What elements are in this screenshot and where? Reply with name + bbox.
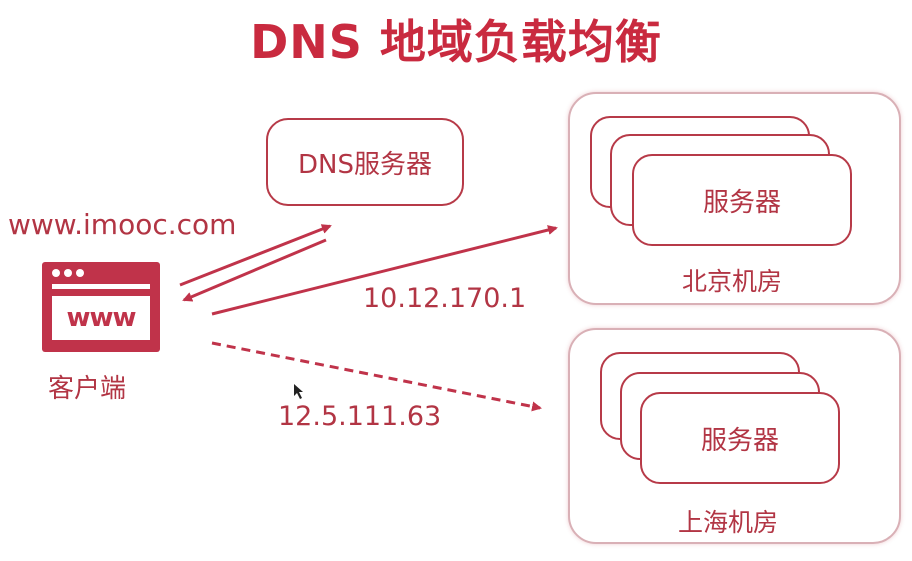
browser-address-bar <box>52 284 150 289</box>
arrow-icon <box>179 224 332 287</box>
browser-dot-icon <box>52 269 60 277</box>
browser-dot-icon <box>76 269 84 277</box>
ip-label-beijing: 10.12.170.1 <box>363 283 527 314</box>
browser-content: www <box>52 296 150 340</box>
browser-dot-icon <box>64 269 72 277</box>
datacenter-label-beijing: 北京机房 <box>682 267 783 296</box>
server-card-front: 服务器 <box>632 154 852 246</box>
arrow-icon <box>211 225 558 316</box>
server-label: 服务器 <box>702 187 781 218</box>
arrow-icon <box>182 238 327 302</box>
client-label: 客户端 <box>48 374 127 404</box>
browser-www-text: www <box>66 303 136 333</box>
arrow-icon <box>211 341 542 412</box>
datacenter-label-shanghai: 上海机房 <box>678 508 779 537</box>
server-card-front: 服务器 <box>640 392 840 484</box>
ip-label-shanghai: 12.5.111.63 <box>278 401 442 432</box>
page-title: DNS 地域负载均衡 <box>250 15 662 69</box>
client-url: www.imooc.com <box>8 208 237 241</box>
cursor-icon <box>294 384 303 399</box>
dns-server-box: DNS服务器 <box>266 118 464 206</box>
dns-server-label: DNS服务器 <box>298 149 432 180</box>
server-label: 服务器 <box>700 425 779 456</box>
browser-icon: www <box>42 262 160 352</box>
